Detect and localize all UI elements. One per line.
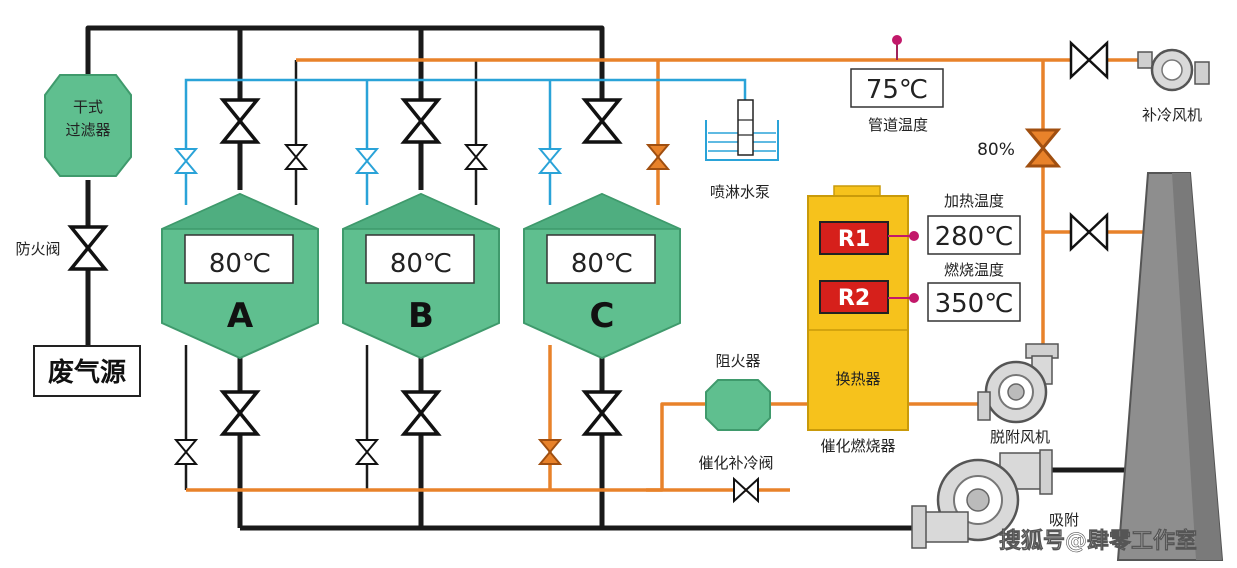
orange-pipes [186, 58, 1150, 492]
flame-arrester-label: 阻火器 [715, 352, 760, 370]
heater-r2-label: R2 [838, 286, 870, 311]
pipe-temp-label: 管道温度 [868, 116, 928, 134]
desorption-fan-label: 脱附风机 [990, 428, 1050, 446]
tank-c-letter: C [590, 296, 615, 336]
damper-percent-value: 80% [977, 140, 1015, 160]
heater-r1 [819, 221, 889, 255]
tank-a-return-valve[interactable] [175, 439, 197, 465]
heater-r1-label: R1 [838, 227, 870, 252]
black-pipes [85, 25, 1150, 531]
fire-damper-valve[interactable] [69, 225, 107, 271]
modulating-damper-valve[interactable] [1026, 128, 1060, 168]
cooling-fan-label: 补冷风机 [1142, 106, 1202, 124]
tank-b-spray-valve[interactable] [356, 148, 378, 174]
catalytic-cooling-valve[interactable] [733, 478, 759, 502]
blue-pipes [184, 78, 747, 205]
tank-c-temp: 80℃ [571, 249, 633, 279]
tank-b-top-valve[interactable] [402, 98, 440, 144]
waste-gas-source-label: 废气源 [48, 357, 126, 388]
dry-filter-label-1: 干式 [73, 98, 103, 116]
combustion-temp-box [927, 282, 1021, 322]
waste-gas-source-box [33, 345, 141, 397]
tank-b-letter: B [408, 296, 434, 336]
cooling-fan [1137, 48, 1210, 92]
combustion-temp-label: 燃烧温度 [944, 261, 1004, 279]
tank-c-desorb-valve[interactable] [647, 144, 669, 170]
adsorption-tank-b: 80℃ B [342, 193, 500, 359]
pipe-temp-box [850, 68, 944, 108]
watermark: 搜狐号@肆零工作室 [999, 528, 1197, 554]
tank-a-letter: A [227, 296, 254, 336]
tank-c-top-valve[interactable] [583, 98, 621, 144]
adsorption-tank-a: 80℃ A [161, 193, 319, 359]
tank-b-desorb-valve[interactable] [465, 144, 487, 170]
combustion-temp-value: 350℃ [935, 289, 1014, 319]
tank-a-bottom-valve[interactable] [221, 390, 259, 436]
tank-b-bottom-valve[interactable] [402, 390, 440, 436]
tank-a-desorb-valve[interactable] [285, 144, 307, 170]
pipe-temp-sensor [892, 35, 902, 45]
dry-filter-label-2: 过滤器 [65, 121, 110, 139]
spray-water-pump [705, 99, 779, 161]
cooling-air-valve[interactable] [1069, 41, 1109, 79]
heat-exchanger-label: 换热器 [835, 370, 880, 388]
desorption-fan [977, 343, 1059, 424]
catalytic-cooling-valve-label: 催化补冷阀 [698, 454, 773, 472]
tank-b-return-valve[interactable] [356, 439, 378, 465]
tank-c-return-valve[interactable] [539, 439, 561, 465]
flame-arrester [705, 379, 771, 431]
heating-temp-box [927, 215, 1021, 255]
tank-a-top-valve[interactable] [221, 98, 259, 144]
heating-temp-label: 加热温度 [944, 192, 1004, 210]
fire-damper-label: 防火阀 [15, 240, 60, 258]
combustion-temp-sensor [909, 293, 919, 303]
adsorption-tank-c: 80℃ C [523, 193, 681, 359]
tank-c-spray-valve[interactable] [539, 148, 561, 174]
adsorption-fan-label: 吸附 [1049, 511, 1079, 529]
spray-pump-label: 喷淋水泵 [710, 183, 770, 201]
heating-temp-value: 280℃ [935, 222, 1014, 252]
bypass-valve[interactable] [1069, 213, 1109, 251]
dry-filter [44, 74, 132, 177]
adsorption-fan [911, 449, 1053, 549]
tank-a-spray-valve[interactable] [175, 148, 197, 174]
thin-black-pipes [184, 60, 478, 490]
tank-c-bottom-valve[interactable] [583, 390, 621, 436]
heater-r2 [819, 280, 889, 314]
tank-b-temp: 80℃ [390, 249, 452, 279]
tank-a-temp: 80℃ [209, 249, 271, 279]
catalytic-burner-label: 催化燃烧器 [820, 437, 895, 455]
heating-temp-sensor [909, 231, 919, 241]
chimney-highlight [1172, 173, 1222, 560]
pipe-temp-value: 75℃ [866, 75, 928, 105]
